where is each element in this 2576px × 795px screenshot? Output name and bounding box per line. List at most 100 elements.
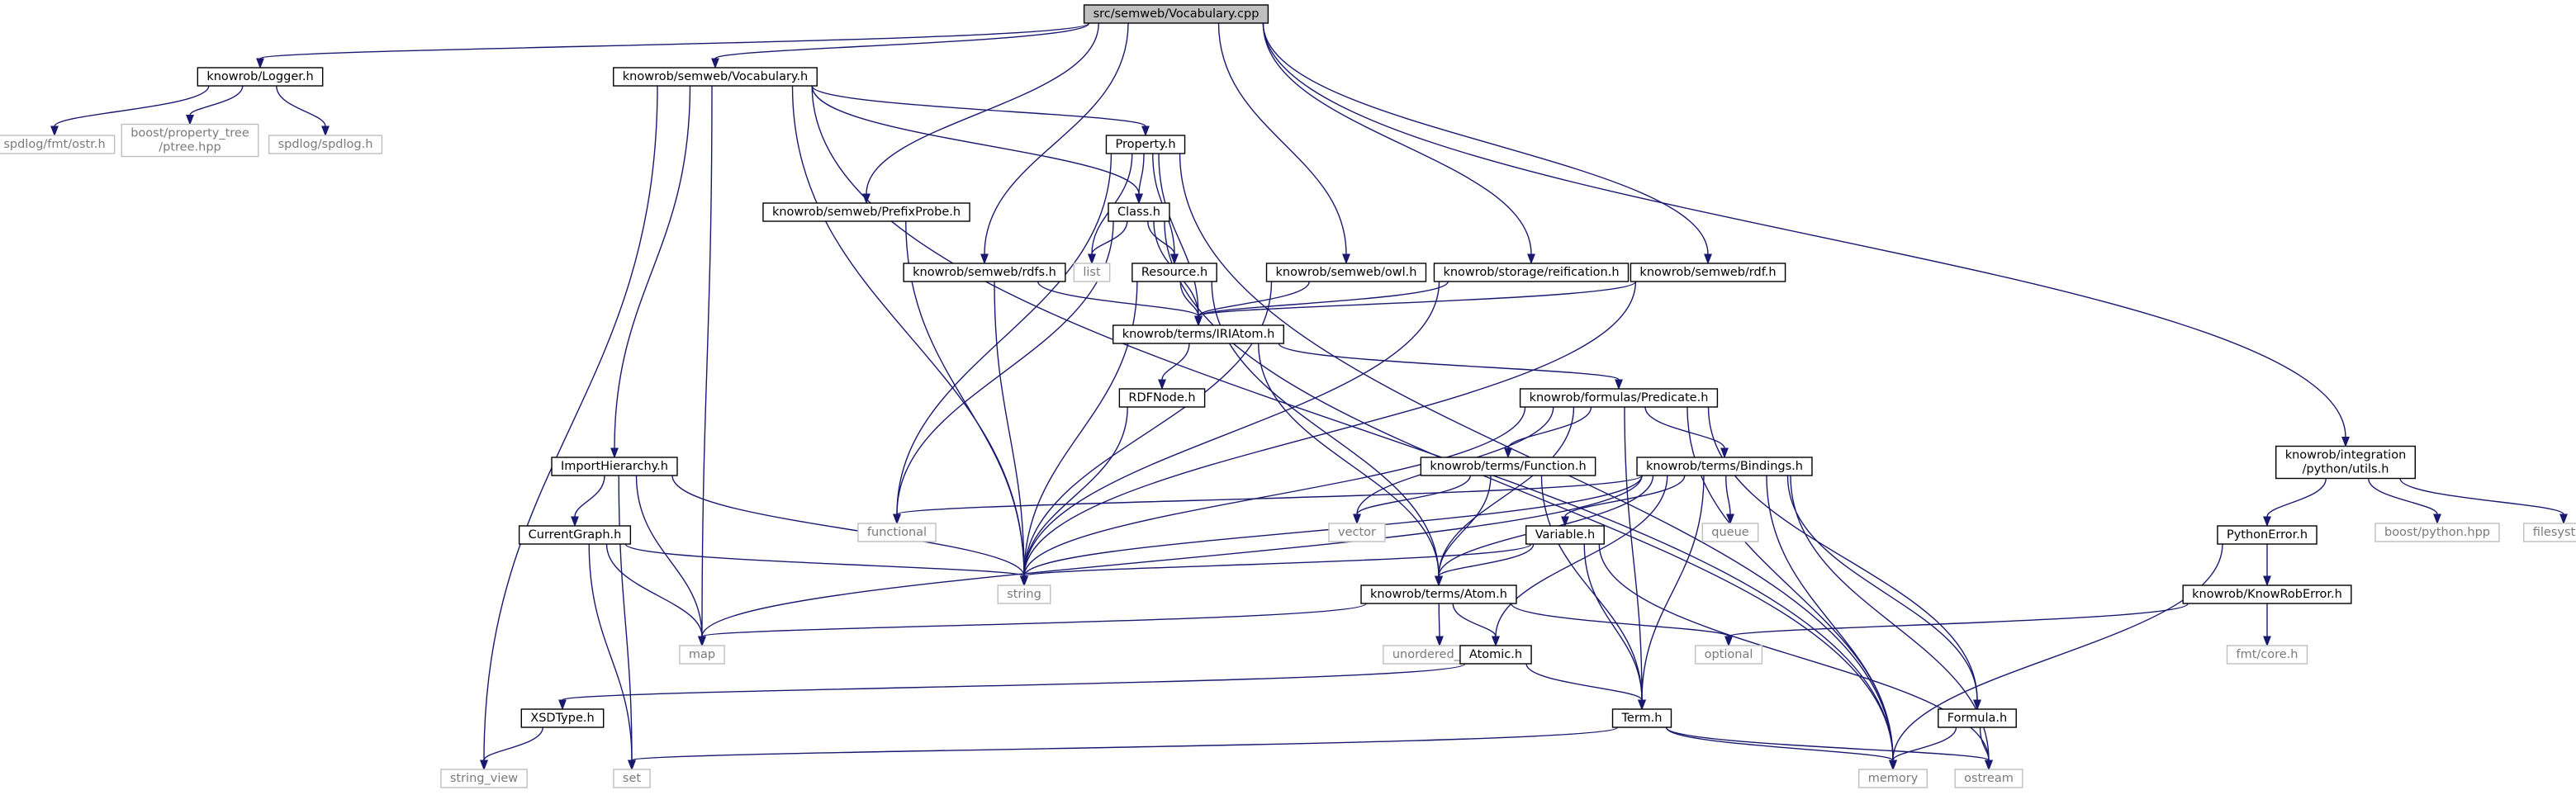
node-prefixprobe[interactable]: knowrob/semweb/PrefixProbe.h <box>762 202 970 222</box>
edge-line <box>483 726 543 761</box>
edge-line <box>1644 406 1725 449</box>
edge-rdfs-to-string <box>994 281 1028 587</box>
node-label: knowrob/semweb/rdfs.h <box>913 266 1056 279</box>
node-xsdtype[interactable]: XSDType.h <box>520 708 605 728</box>
node-fmtcore: fmt/core.h <box>2226 645 2308 665</box>
node-box <box>679 645 725 665</box>
edge-vocab_cpp-to-pyutils <box>1262 22 2350 447</box>
node-class[interactable]: Class.h <box>1108 202 1170 222</box>
node-rdfs[interactable]: knowrob/semweb/rdfs.h <box>903 263 1066 282</box>
edge-line <box>1525 663 1643 701</box>
node-set: set <box>613 769 651 788</box>
node-function[interactable]: knowrob/terms/Function.h <box>1420 457 1596 476</box>
edge-line <box>1511 603 1729 637</box>
node-box <box>1265 263 1427 282</box>
node-owl[interactable]: knowrob/semweb/owl.h <box>1265 263 1427 282</box>
edge-formula-to-ostream <box>1979 726 1993 771</box>
edge-pyutils-to-boostpython <box>2368 478 2441 525</box>
node-reification[interactable]: knowrob/storage/reification.h <box>1433 263 1630 282</box>
edge-arrowhead <box>50 125 59 137</box>
edge-variable-to-term <box>1583 543 1646 711</box>
node-logger[interactable]: knowrob/Logger.h <box>197 67 324 87</box>
edge-line <box>1540 475 1643 701</box>
node-label: string <box>1007 588 1041 601</box>
node-atomic[interactable]: Atomic.h <box>1459 645 1532 665</box>
edge-arrowhead <box>1638 699 1646 711</box>
node-label: spdlog/fmt/ostr.h <box>3 138 105 151</box>
node-property[interactable]: Property.h <box>1105 135 1186 154</box>
node-string_view: string_view <box>440 769 528 788</box>
node-variable[interactable]: Variable.h <box>1525 525 1605 545</box>
edge-arrowhead <box>1973 699 1981 711</box>
node-importhier[interactable]: ImportHierarchy.h <box>551 457 678 476</box>
node-bindings[interactable]: knowrob/terms/Bindings.h <box>1636 457 1813 476</box>
node-label: Class.h <box>1117 206 1160 219</box>
edge-arrowhead <box>558 699 567 711</box>
node-pythonerror[interactable]: PythonError.h <box>2217 525 2317 545</box>
edge-function-to-vector <box>1353 475 1471 525</box>
edge-xsdtype-to-string_view <box>480 726 543 771</box>
edge-term-to-set <box>628 726 1619 771</box>
node-atom[interactable]: knowrob/terms/Atom.h <box>1360 584 1517 604</box>
node-box <box>1112 324 1284 344</box>
node-label: knowrob/terms/Bindings.h <box>1646 460 1803 473</box>
edge-pyutils-to-pythonerror <box>2263 478 2327 528</box>
node-box <box>613 769 651 788</box>
edge-arrowhead <box>610 447 619 459</box>
node-box <box>1954 769 2023 788</box>
edge-bindings-to-variable <box>1561 475 1686 528</box>
node-iriatom[interactable]: knowrob/terms/IRIAtom.h <box>1112 324 1284 344</box>
node-label: vector <box>1338 526 1376 539</box>
edge-line <box>1037 281 1199 317</box>
node-term[interactable]: Term.h <box>1611 708 1672 728</box>
edge-line <box>1725 475 1731 515</box>
edge-line <box>588 543 633 761</box>
node-label: queue <box>1711 526 1749 539</box>
node-label: map <box>689 648 715 661</box>
edge-line <box>1198 281 1449 317</box>
node-box <box>268 135 383 154</box>
node-formula[interactable]: Formula.h <box>1938 708 2017 728</box>
node-vocab_h[interactable]: knowrob/semweb/Vocabulary.h <box>613 67 818 87</box>
node-ostream: ostream <box>1954 769 2023 788</box>
node-memory: memory <box>1858 769 1928 788</box>
edge-line <box>671 475 1025 577</box>
edge-bindings-to-functional <box>893 475 1643 525</box>
node-knowroberror[interactable]: knowrob/KnowRobError.h <box>2182 584 2352 604</box>
node-vocab_cpp[interactable]: src/semweb/Vocabulary.cpp <box>1083 4 1269 24</box>
edge-arrowhead <box>1353 513 1361 525</box>
edge-line <box>1258 343 1440 577</box>
node-label: knowrob/KnowRobError.h <box>2192 588 2342 601</box>
edge-line <box>1023 281 1637 577</box>
node-label: knowrob/storage/reification.h <box>1443 266 1619 279</box>
edge-line <box>2399 478 2564 515</box>
edge-knowroberror-to-optional <box>1724 603 2189 647</box>
edge-vocab_h-to-memory <box>811 85 1897 771</box>
edge-arrowhead <box>711 58 719 69</box>
edge-arrowhead <box>2263 516 2271 528</box>
node-label: boost/python.hpp <box>2384 526 2490 539</box>
edge-arrowhead <box>698 636 706 647</box>
edge-vocab_cpp-to-logger <box>256 22 1090 69</box>
node-label: PythonError.h <box>2227 528 2308 542</box>
edge-atomic-to-term <box>1525 663 1646 711</box>
edge-predicate-to-string <box>1020 406 1526 587</box>
edge-line <box>701 475 1643 637</box>
edge-arrowhead <box>1158 379 1166 390</box>
node-pyutils[interactable]: knowrob/integration/python/utils.h <box>2275 445 2416 480</box>
edge-predicate-to-bindings <box>1644 406 1729 459</box>
node-box <box>2523 523 2576 542</box>
node-box <box>1118 388 1206 408</box>
node-predicate[interactable]: knowrob/formulas/Predicate.h <box>1519 388 1719 408</box>
node-label: Property.h <box>1115 138 1175 151</box>
edge-line <box>1892 543 2223 761</box>
node-resource[interactable]: Resource.h <box>1131 263 1217 282</box>
node-rdfnode[interactable]: RDFNode.h <box>1118 388 1206 408</box>
node-rdf[interactable]: knowrob/semweb/rdf.h <box>1630 263 1786 282</box>
node-label: knowrob/semweb/Vocabulary.h <box>623 70 809 83</box>
node-label: spdlog/spdlog.h <box>278 138 373 151</box>
edge-line <box>791 85 1025 577</box>
edge-line <box>1786 475 1978 701</box>
node-currentgraph[interactable]: CurrentGraph.h <box>518 525 632 545</box>
